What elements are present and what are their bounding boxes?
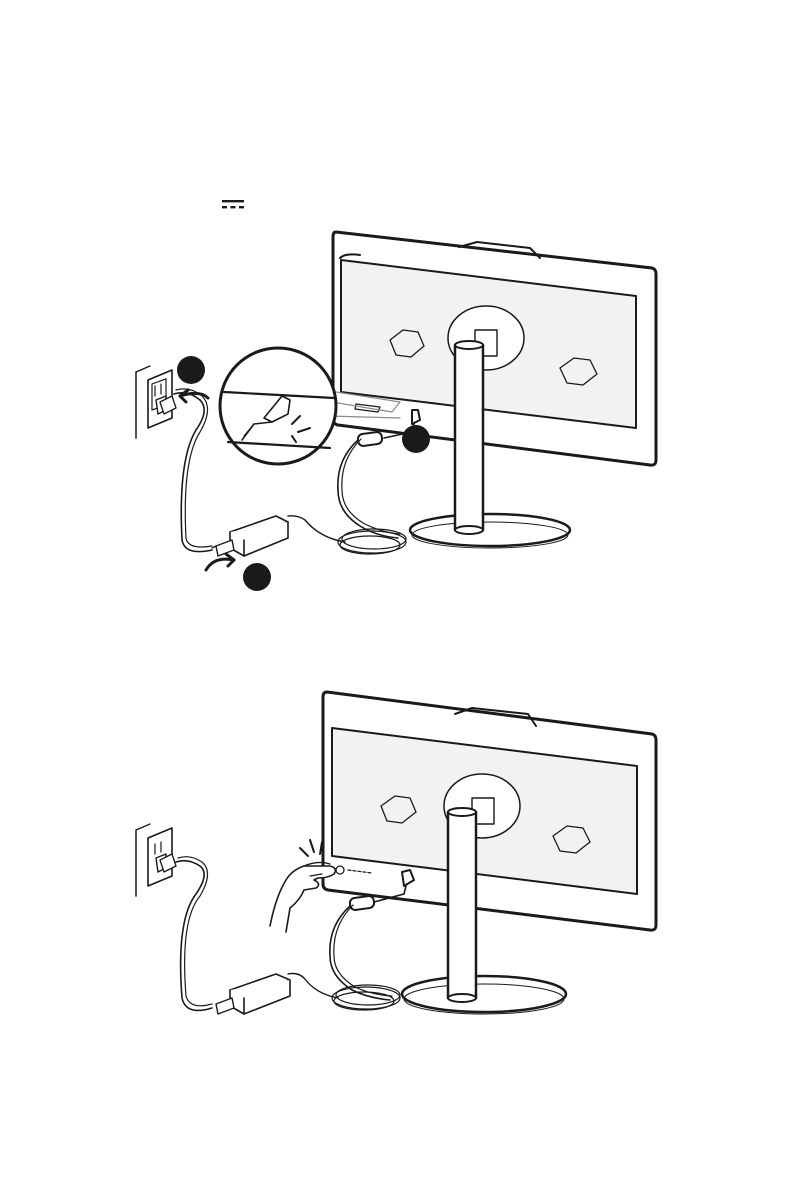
power-adapter <box>212 516 288 556</box>
dc-power-symbol-icon <box>221 198 245 212</box>
step-marker-2 <box>402 425 430 453</box>
hand-pressing-power-button <box>270 840 335 932</box>
wall-outlet <box>136 366 176 438</box>
power-adapter <box>216 974 290 1014</box>
monitor-rear-view <box>333 232 656 465</box>
power-on-illustration <box>0 680 794 1050</box>
monitor-rear-view <box>323 692 656 930</box>
wall-outlet <box>136 824 176 896</box>
step-marker-3 <box>243 563 271 591</box>
step-marker-1 <box>177 356 205 384</box>
connect-power-illustration <box>0 220 794 600</box>
